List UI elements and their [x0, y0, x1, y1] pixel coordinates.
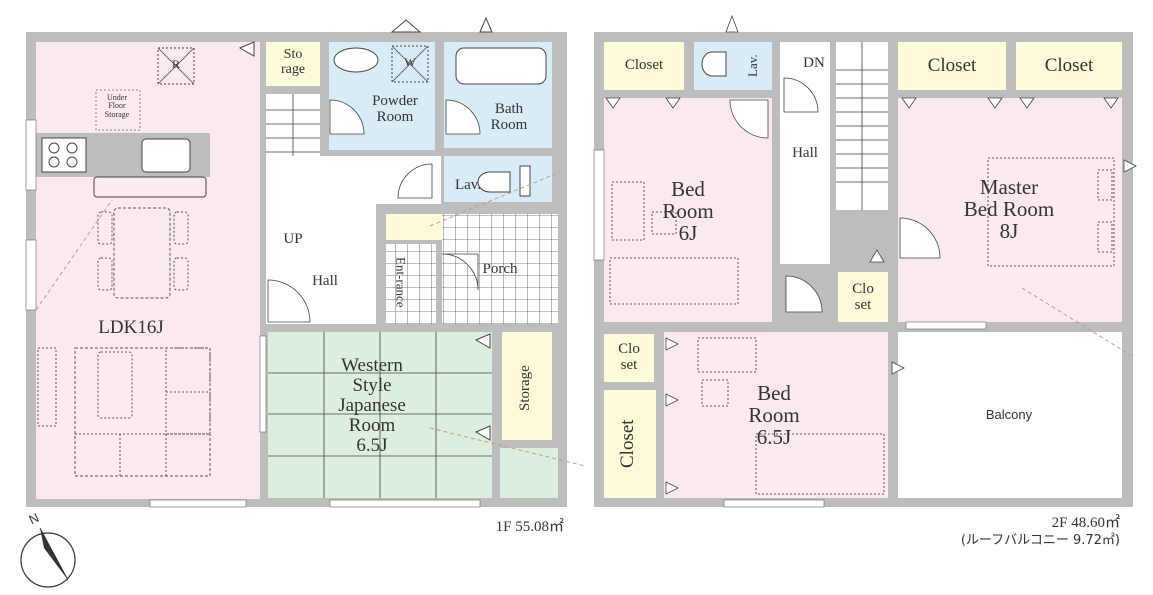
bedroom-6j-label: Bed Room 6J	[662, 177, 714, 246]
hall-1f-label: Hall	[312, 273, 338, 289]
porch	[442, 214, 558, 324]
closet-small-1	[838, 272, 888, 322]
refrigerator	[157, 47, 195, 85]
floor-1	[25, 16, 586, 508]
under-floor-storage-label: Under Floor Storage	[104, 93, 130, 119]
coffee-table	[97, 351, 133, 419]
storage-label: Storage	[517, 365, 533, 411]
refrigerator-label: R	[171, 57, 180, 71]
dn-label: DN	[803, 55, 825, 71]
lavatory-2f-label: Lav.	[745, 54, 760, 78]
closet-vertical	[604, 390, 656, 498]
ldk-room	[36, 42, 260, 499]
storage-small-label: Sto rage	[280, 47, 306, 77]
bedroom-6j	[604, 98, 772, 322]
closet-small-2	[604, 334, 654, 382]
roof-balcony-label: (ルーフバルコニー 9.72㎡)	[960, 533, 1120, 548]
closet-vertical-label: Closet	[617, 419, 638, 469]
floor1-area-label: 1F 55.08㎡	[495, 519, 564, 535]
floor-2	[593, 14, 1137, 508]
bedroom-65j	[664, 332, 888, 498]
closet-left-label: Closet	[624, 57, 664, 73]
under-floor-storage	[95, 89, 141, 131]
floor2-area-label: 2F 48.60㎡	[1051, 515, 1120, 531]
balcony	[898, 332, 1122, 498]
closet-small-1-label: Clo set	[852, 281, 874, 313]
porch-label: Porch	[482, 261, 518, 277]
tv-unit	[37, 347, 57, 427]
storage-small-room	[266, 42, 320, 86]
bedroom-65j-label: Bed Room 6.5J	[748, 381, 800, 450]
closet-a	[898, 42, 1006, 90]
storage-room	[502, 332, 552, 440]
bath-room-label: Bath Room	[490, 101, 528, 133]
closet-left-top	[604, 42, 684, 90]
japanese-room-label: Western Style Japanese Room 6.5J	[338, 355, 406, 456]
lavatory-1f-label: Lav.	[454, 177, 482, 193]
closet-b	[1016, 42, 1122, 90]
closet-b-label: Closet	[1044, 55, 1094, 76]
closet-small-2-label: Clo set	[618, 341, 640, 373]
sofa	[74, 347, 211, 477]
balcony-label: Balcony	[985, 407, 1033, 422]
master-bedroom-label: Master Bed Room 8J	[963, 175, 1055, 244]
powder-room-label: Powder Room	[372, 93, 418, 125]
dining-table	[113, 207, 171, 299]
kitchen-sink	[141, 138, 191, 173]
up-label: UP	[283, 231, 303, 247]
ldk-label: LDK16J	[98, 317, 164, 338]
entrance	[386, 244, 436, 324]
entrance-label: Ent-rance	[393, 256, 409, 308]
closet-a-label: Closet	[927, 55, 977, 76]
washer-label: W	[404, 55, 416, 69]
master-bedroom	[898, 98, 1122, 322]
washer	[391, 45, 429, 83]
hall-2f-label: Hall	[792, 145, 818, 161]
compass-icon	[20, 527, 76, 588]
